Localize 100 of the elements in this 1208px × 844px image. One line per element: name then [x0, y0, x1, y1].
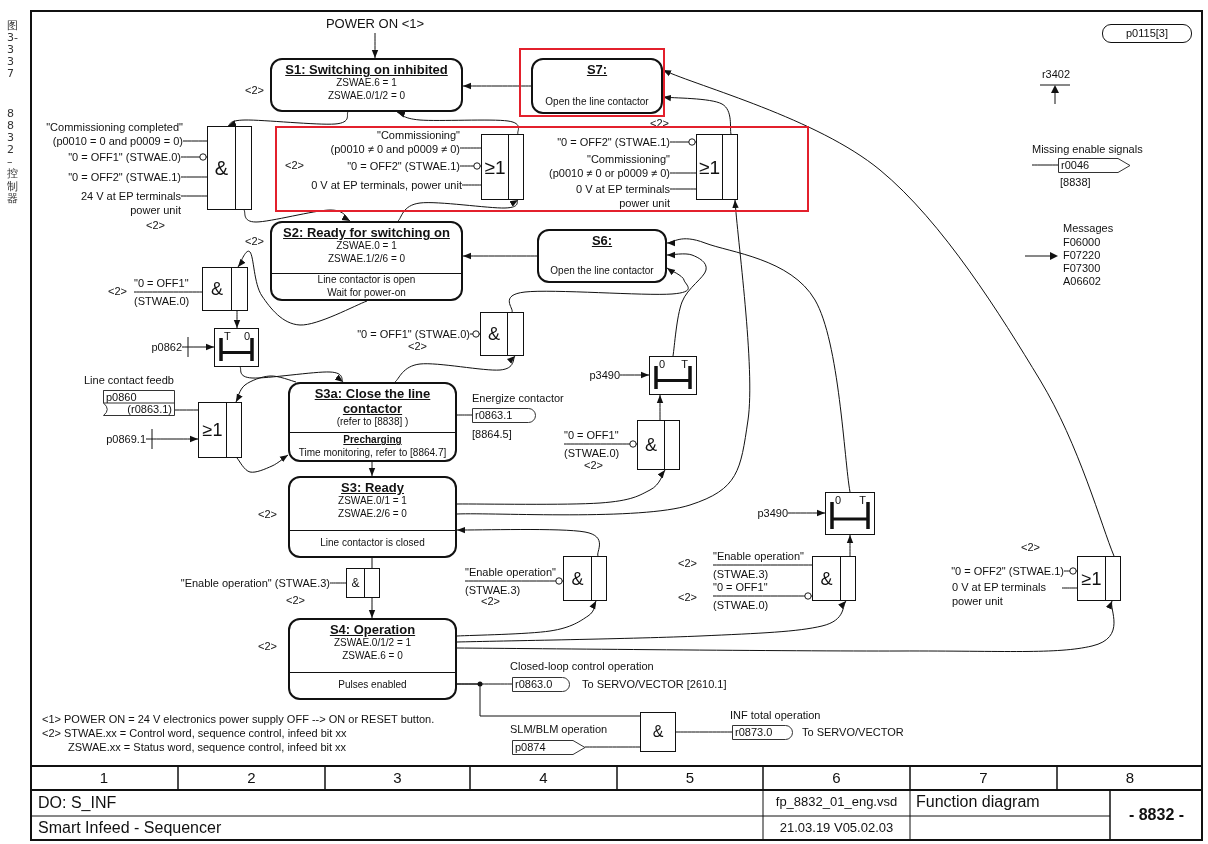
- gate-symbol: &: [820, 569, 833, 588]
- timer-label: T: [681, 358, 688, 370]
- arrow: [662, 69, 1115, 557]
- arrow: [787, 509, 826, 517]
- note-reference: <2>: [408, 340, 427, 354]
- signal-label: "0 = OFF1" (STWAE.0): [356, 327, 470, 341]
- state-title: S3a: Close the line contactor: [313, 386, 432, 416]
- state-description: Open the line contactor: [545, 95, 649, 108]
- signal-connector: [732, 725, 793, 740]
- signal-label: "0 = OFF1": [134, 276, 190, 290]
- inverted-input-line: [180, 153, 208, 161]
- column-number: 2: [246, 769, 257, 787]
- arrow: [233, 310, 241, 329]
- or-gate: [696, 134, 738, 200]
- signal-label: p0869.1: [105, 432, 146, 446]
- signal-label: p0862: [150, 340, 182, 354]
- signal-label: 0 V at EP terminals, power unit: [310, 178, 462, 192]
- title-block-text: Smart Infeed - Sequencer: [38, 818, 222, 838]
- state-title: S7:: [586, 62, 608, 77]
- column-number: 5: [684, 769, 696, 787]
- state-description: Line contactor is open: [317, 274, 416, 287]
- or-gate: [1077, 556, 1121, 601]
- note-reference: <2>: [678, 591, 697, 605]
- and-gate: [812, 556, 856, 601]
- or-gate: [481, 134, 524, 200]
- arrow: [666, 238, 851, 493]
- timer-label: 0: [243, 330, 250, 342]
- timer-label: 0: [835, 494, 842, 506]
- and-gate: [637, 420, 680, 470]
- state-box: [288, 618, 457, 700]
- state-title: S1: Switching on inhibited: [285, 62, 448, 77]
- gate-symbol: &: [214, 158, 229, 178]
- arrow: [456, 600, 1115, 652]
- gate-symbol: &: [645, 436, 657, 454]
- title-block-text: Function diagram: [916, 792, 1040, 812]
- title-block-text: fp_8832_01_eng.vsd: [774, 794, 899, 810]
- message-code: F07300: [1063, 262, 1101, 276]
- arrow: [666, 251, 707, 357]
- arrow: [619, 371, 650, 379]
- column-number: 6: [831, 769, 842, 787]
- message-code: F06000: [1063, 236, 1101, 250]
- or-gate: [198, 402, 242, 458]
- connector-line: [1061, 587, 1078, 589]
- state-box: [288, 382, 457, 462]
- signal-label: (STWAE.0): [134, 294, 191, 308]
- inverted-input-line: [712, 592, 813, 600]
- connector-line: [456, 414, 473, 416]
- arrow: [662, 94, 732, 135]
- message-code: F07220: [1063, 249, 1101, 263]
- gate-symbol: ≥1: [1081, 569, 1102, 588]
- inverted-input-line: [1063, 567, 1078, 575]
- signal-label: (STWAE.3): [465, 583, 522, 597]
- arrow: [397, 199, 519, 222]
- state-title: S4: Operation: [329, 622, 416, 637]
- arrow: [239, 366, 344, 383]
- signal-name: p0874: [515, 741, 546, 754]
- and-gate: [640, 712, 676, 752]
- signal-label: "Enable operation" (STWAE.3): [179, 576, 330, 590]
- signal-name: p0860: [106, 391, 137, 404]
- arrow: [145, 428, 199, 450]
- signal-label: "0 = OFF2" (STWAE.1): [556, 135, 670, 149]
- arrow: [846, 534, 854, 557]
- connector-line: [174, 409, 199, 411]
- signal-caption: [8864.5]: [472, 428, 512, 441]
- signal-label: (p0010 = 0 and p0009 = 0): [51, 134, 183, 148]
- status-text: ZSWAE.2/6 = 0: [338, 507, 407, 520]
- note-reference: <2>: [258, 640, 277, 653]
- signal-caption: Missing enable signals: [1032, 143, 1143, 156]
- gate-symbol: ≥1: [484, 157, 506, 177]
- state-description: Pulses enabled: [338, 679, 407, 692]
- signal-caption: SLM/BLM operation: [510, 723, 608, 736]
- status-text: ZSWAE.0/1/2 = 0: [327, 89, 406, 102]
- connector-line: [461, 184, 482, 186]
- footnote: ZSWAE.xx = Status word, sequence control, infeed bit xx: [68, 741, 347, 755]
- state-title: S2: Ready for switching on: [283, 225, 450, 240]
- timer-block: [214, 328, 259, 367]
- signal-connector: [472, 408, 536, 423]
- timer-block: [825, 492, 875, 535]
- title-block-text: - 8832 -: [1127, 805, 1186, 825]
- signal-name: r0046: [1061, 159, 1090, 172]
- signal-label: "0 = OFF2" (STWAE.1): [67, 170, 181, 184]
- inverted-input-line: [464, 577, 564, 585]
- signal-label: (STWAE.0): [564, 446, 621, 460]
- arrow: [456, 526, 600, 557]
- state-box: [270, 221, 463, 301]
- signal-label: POWER ON <1>: [324, 17, 426, 31]
- signal-label: p3490: [756, 506, 788, 520]
- arrow: [371, 32, 379, 59]
- signal-connector: [103, 390, 175, 416]
- state-title: S6:: [591, 233, 613, 248]
- arrow: [456, 600, 597, 637]
- signal-caption: Closed-loop control operation: [510, 660, 654, 673]
- signal-label: "0 = OFF1": [713, 580, 769, 594]
- connector-line: [133, 291, 203, 293]
- arrow: [456, 199, 751, 516]
- and-gate: [563, 556, 607, 601]
- timer-label: T: [859, 494, 866, 506]
- arrow: [462, 82, 532, 90]
- connector-line: [456, 683, 641, 717]
- column-number: 1: [98, 769, 110, 787]
